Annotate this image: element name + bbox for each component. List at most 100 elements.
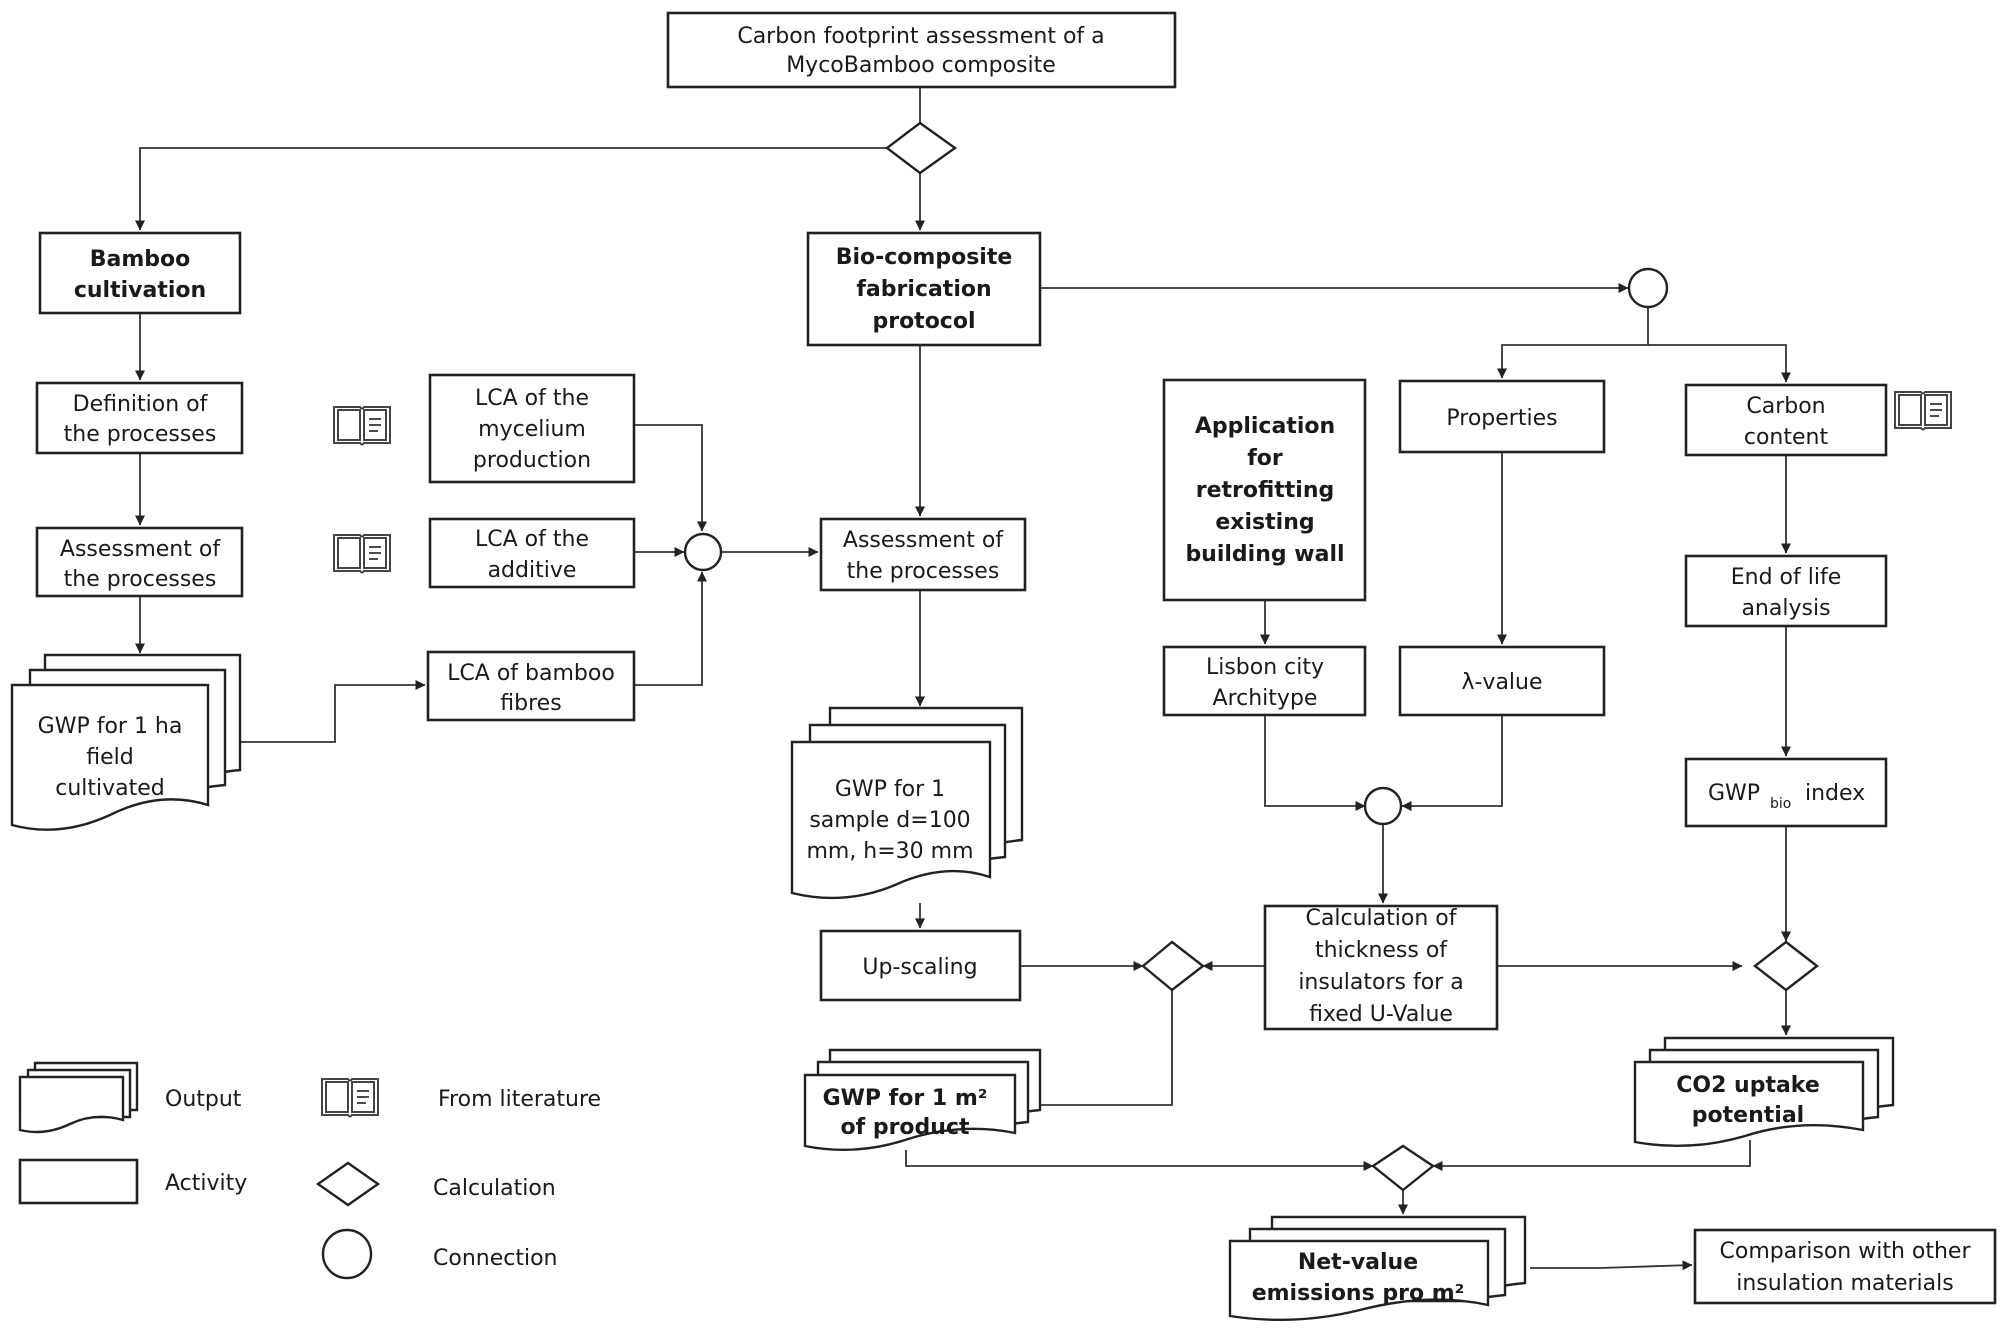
gwp-sample-line-1: GWP for 1 — [835, 777, 945, 802]
definition-processes-line-2: the processes — [64, 422, 217, 447]
protocol-line-2: fabrication — [856, 277, 991, 302]
carbon-content-line-2: content — [1744, 425, 1829, 450]
connector-connection-to-carbon — [1648, 344, 1791, 383]
lca-bamboo-line-2: fibres — [500, 691, 561, 716]
gwp-sample-line-3: mm, h=30 mm — [806, 839, 973, 864]
assessment-processes-left-box: Assessment of the processes — [35, 526, 244, 598]
lca-mycelium-line-1: LCA of the — [475, 386, 589, 411]
definition-processes-box: Definition of the processes — [35, 381, 244, 455]
protocol-line-1: Bio-composite — [836, 245, 1013, 270]
application-line-2: for — [1247, 446, 1283, 471]
net-value-line-1: Net-value — [1298, 1250, 1418, 1275]
legend: Output Activity From literature Calculat… — [18, 1061, 601, 1280]
connector-gwp-m2-to-final-diamond — [905, 1150, 1374, 1171]
book-icon — [333, 406, 391, 446]
lca-mycelium-line-2: mycelium — [478, 417, 586, 442]
net-value-line-2: emissions pro m² — [1252, 1281, 1465, 1306]
legend-book-icon — [321, 1078, 379, 1118]
legend-activity-symbol — [18, 1158, 139, 1205]
application-line-5: building wall — [1185, 542, 1344, 567]
co2-uptake-output: CO2 uptake potential — [1633, 1036, 1895, 1148]
connector-diamond-to-gwp-m2 — [1017, 990, 1173, 1110]
connection-circle-calc — [1363, 786, 1403, 826]
calc-thickness-box: Calculation of thickness of insulators f… — [1263, 904, 1499, 1031]
calculation-diamonds — [885, 121, 1819, 1192]
end-of-life-box: End of life analysis — [1684, 554, 1888, 628]
book-icon — [333, 534, 391, 574]
gwp-sample-line-2: sample d=100 — [809, 808, 970, 833]
bamboo-cultivation-line-2: cultivation — [74, 278, 206, 303]
definition-processes-line-1: Definition of — [73, 392, 209, 417]
assessment-processes-center-box: Assessment of the processes — [819, 517, 1027, 592]
connectors — [135, 87, 1791, 1271]
gwp-m2-line-2: of product — [840, 1115, 970, 1140]
gwp-ha-line-1: GWP for 1 ha — [38, 714, 183, 739]
gwp-bio-main: GWP — [1708, 781, 1760, 806]
calc-line-2: thickness of — [1315, 938, 1448, 963]
comparison-line-1: Comparison with other — [1720, 1239, 1972, 1264]
end-of-life-line-1: End of life — [1731, 565, 1842, 590]
application-line-4: existing — [1215, 510, 1314, 535]
co2-line-1: CO2 uptake — [1676, 1073, 1820, 1098]
lca-mycelium-box: LCA of the mycelium production — [428, 373, 636, 484]
properties-label: Properties — [1446, 406, 1557, 431]
carbon-content-box: Carbon content — [1684, 383, 1888, 457]
gwp-1ha-output: GWP for 1 ha field cultivated — [10, 653, 242, 831]
application-line-1: Application — [1195, 414, 1335, 439]
connector-gwp-ha-to-lca-bamboo — [240, 680, 426, 743]
connector-lambda-to-hub — [1401, 715, 1503, 811]
legend-output-symbol — [18, 1061, 139, 1134]
legend-activity-label: Activity — [165, 1171, 247, 1196]
assessment-left-line-2: the processes — [64, 567, 217, 592]
lca-additive-box: LCA of the additive — [428, 517, 636, 589]
lambda-value-label: λ-value — [1461, 670, 1542, 695]
lca-additive-line-1: LCA of the — [475, 527, 589, 552]
lca-bamboo-fibres-box: LCA of bamboo fibres — [426, 650, 636, 722]
gwp-m2-line-1: GWP for 1 m² — [823, 1086, 988, 1111]
legend-literature-label: From literature — [438, 1087, 601, 1112]
lca-additive-line-2: additive — [488, 558, 577, 583]
bamboo-cultivation-box: Bamboo cultivation — [38, 231, 242, 315]
lisbon-archetype-box: Lisbon city Architype — [1162, 645, 1367, 717]
co2-line-2: potential — [1692, 1103, 1804, 1128]
connection-circle-protocol — [1627, 267, 1669, 309]
gwp-m2-product-output: GWP for 1 m² of product — [803, 1048, 1042, 1152]
comparison-box: Comparison with other insulation materia… — [1693, 1228, 1997, 1305]
legend-calculation-label: Calculation — [433, 1176, 556, 1201]
application-retrofitting-box: Application for retrofitting existing bu… — [1162, 378, 1367, 602]
gwp-bio-subscript: bio — [1770, 796, 1791, 812]
comparison-line-2: insulation materials — [1736, 1271, 1953, 1296]
legend-connection-symbol — [321, 1228, 373, 1280]
connector-lisbon-to-hub — [1264, 715, 1366, 811]
connector-net-value-to-comparison — [1530, 1260, 1693, 1271]
carbon-content-line-1: Carbon — [1746, 394, 1825, 419]
calc-line-3: insulators for a — [1298, 970, 1463, 995]
gwp-ha-line-2: field — [86, 745, 133, 770]
title-box: Carbon footprint assessment of a MycoBam… — [666, 11, 1177, 89]
connection-circles — [683, 267, 1669, 826]
lisbon-line-2: Architype — [1213, 686, 1318, 711]
gwp-bio-suffix: index — [1805, 781, 1865, 806]
lca-bamboo-line-1: LCA of bamboo — [447, 661, 615, 686]
legend-connection-label: Connection — [433, 1246, 557, 1271]
bamboo-cultivation-line-1: Bamboo — [90, 247, 191, 272]
title-line-1: Carbon footprint assessment of a — [737, 24, 1104, 49]
assessment-left-line-1: Assessment of — [60, 537, 221, 562]
connector-bamboo-fibres-to-hub — [634, 571, 707, 686]
gwp-sample-output: GWP for 1 sample d=100 mm, h=30 mm — [790, 706, 1024, 900]
calculation-diamond-co2 — [1753, 940, 1819, 992]
application-line-3: retrofitting — [1196, 478, 1335, 503]
connector-co2-to-final-diamond — [1432, 1140, 1751, 1171]
calculation-diamond-net — [1370, 1144, 1436, 1192]
gwp-ha-line-3: cultivated — [55, 776, 165, 801]
end-of-life-line-2: analysis — [1741, 596, 1830, 621]
calculation-diamond-upscaling — [1141, 940, 1205, 992]
properties-box: Properties — [1398, 379, 1606, 454]
legend-calculation-symbol — [315, 1161, 381, 1207]
lca-mycelium-line-3: production — [473, 448, 591, 473]
book-icon — [1894, 391, 1952, 431]
upscaling-box: Up-scaling — [819, 929, 1022, 1002]
biocomposite-protocol-box: Bio-composite fabrication protocol — [806, 231, 1042, 347]
connector-mycelium-to-hub — [634, 424, 707, 532]
